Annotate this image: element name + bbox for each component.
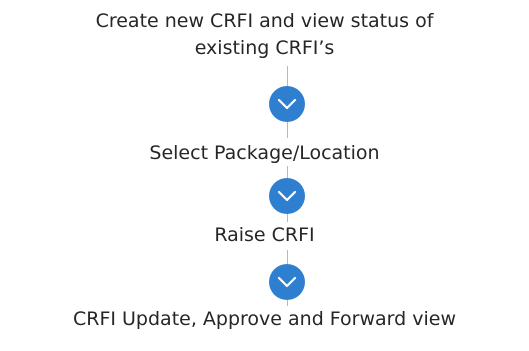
chevron-down-icon [269,264,305,300]
step-select-package: Select Package/Location [149,142,380,164]
connector-line [287,214,288,222]
step-create-crfi-line-2: existing CRFI’s [194,37,335,59]
step-create-crfi-line-1: Create new CRFI and view status of [95,10,434,32]
chevron-down-icon [269,178,305,214]
step-raise-crfi: Raise CRFI [214,224,315,246]
connector-line [287,250,288,264]
connector-line [287,66,288,86]
chevron-down-icon [269,86,305,122]
connector-line [287,122,288,138]
connector-line [287,300,288,306]
connector-line [287,166,288,178]
step-crfi-update: CRFI Update, Approve and Forward view [72,308,457,330]
step-create-crfi: Create new CRFI and view status of exist… [0,8,529,62]
